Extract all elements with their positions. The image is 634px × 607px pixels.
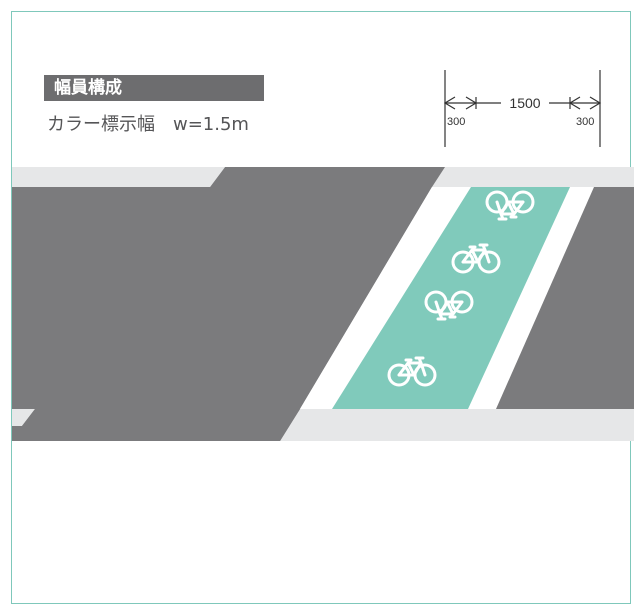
dimension-diagram [443, 70, 602, 147]
road-surface-right [496, 187, 634, 409]
road-surface-left [12, 167, 445, 441]
section-title: 幅員構成 [44, 75, 264, 101]
dimension-left-margin: 300 [447, 116, 465, 128]
bike-lane [332, 187, 570, 409]
road-corner-top-left [12, 167, 225, 187]
dimension-main-width: 1500 [509, 95, 540, 111]
color-marking-width-label: カラー標示幅 w=1.5m [47, 114, 249, 135]
road-corner-bottom-left [12, 409, 35, 426]
road-shadow-bottom-left [12, 409, 300, 441]
dimension-right-margin: 300 [576, 116, 594, 128]
